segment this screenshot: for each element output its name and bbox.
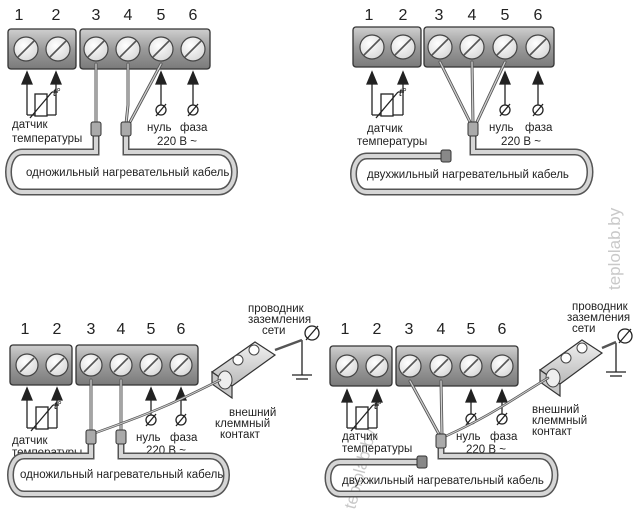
svg-text:t°: t°	[53, 87, 61, 99]
ground-label: проводник	[248, 303, 305, 315]
terminal-number: 4	[117, 321, 126, 338]
terminal-number: 1	[15, 7, 24, 24]
terminal-number: 2	[399, 7, 408, 24]
terminal-number: 1	[341, 321, 350, 338]
terminal-number: 6	[534, 7, 543, 24]
heating-cable	[324, 433, 559, 498]
terminal-block	[329, 345, 519, 387]
mains-terminals	[155, 70, 199, 117]
phase-label: фаза	[525, 122, 553, 134]
ground-label: заземления	[567, 312, 630, 324]
ground-symbol	[606, 328, 633, 377]
ground-label: заземления	[248, 314, 311, 326]
diagram-two-core-grounded: 1 2 3 4 5 6	[324, 301, 633, 498]
clamp-label: контакт	[532, 426, 573, 438]
terminal-number: 4	[468, 7, 477, 24]
terminal-number: 6	[189, 7, 198, 24]
phase-label: фаза	[170, 432, 198, 444]
external-clamp	[210, 338, 303, 400]
terminal-number: 6	[498, 321, 507, 338]
neutral-label: нуль	[489, 122, 514, 134]
phase-label: фаза	[180, 122, 208, 134]
clamp-label: клеммный	[215, 418, 270, 430]
cable-label: одножильный нагревательный кабель	[20, 469, 223, 481]
terminal-number: 3	[405, 321, 414, 338]
voltage-label: 220 В ~	[157, 136, 197, 148]
terminal-numbers: 1 2 3 4 5 6	[341, 321, 507, 338]
temperature-sensor: t°	[366, 70, 409, 119]
svg-text:t°: t°	[399, 87, 407, 99]
terminal-number: 4	[124, 7, 133, 24]
terminal-number: 3	[435, 7, 444, 24]
neutral-label: нуль	[147, 122, 172, 134]
ground-label: сети	[572, 323, 595, 335]
ground-label: проводник	[572, 301, 629, 313]
terminal-number: 2	[373, 321, 382, 338]
clamp-label: клеммный	[532, 415, 587, 427]
voltage-label: 220 В ~	[501, 136, 541, 148]
terminal-number: 2	[53, 321, 62, 338]
terminal-numbers: 1 2 3 4 5 6	[15, 7, 198, 24]
cable-label: двухжильный нагревательный кабель	[367, 169, 569, 181]
terminal-number: 4	[437, 321, 446, 338]
terminal-block	[7, 28, 211, 70]
terminal-numbers: 1 2 3 4 5 6	[365, 7, 543, 24]
terminal-block	[352, 26, 555, 68]
temperature-sensor: t°	[21, 386, 63, 432]
terminal-number: 5	[501, 7, 510, 24]
sensor-label: температуры	[342, 443, 412, 455]
heating-cable	[350, 121, 594, 196]
terminal-number: 3	[92, 7, 101, 24]
terminal-number: 5	[467, 321, 476, 338]
sensor-label: датчик	[342, 431, 379, 443]
sensor-label: датчик	[367, 123, 404, 135]
terminal-number: 5	[157, 7, 166, 24]
clamp-label: внешний	[532, 404, 579, 416]
sensor-label: датчик	[12, 435, 49, 447]
svg-text:t°: t°	[54, 400, 62, 412]
external-clamp	[538, 339, 617, 398]
diagram-single-core-grounded: 1 2 3 4 5 6	[7, 303, 320, 498]
sensor-label: датчик	[12, 119, 49, 131]
terminal-number: 3	[87, 321, 96, 338]
terminal-number: 5	[147, 321, 156, 338]
ground-symbol	[292, 325, 320, 380]
svg-text:t°: t°	[374, 400, 382, 412]
mains-terminals	[499, 70, 544, 117]
terminal-number: 2	[52, 7, 61, 24]
clamp-label: внешний	[229, 407, 276, 419]
heating-cable	[5, 121, 238, 196]
wires	[89, 378, 222, 435]
sensor-label: температуры	[12, 133, 82, 145]
neutral-label: нуль	[136, 432, 161, 444]
terminal-numbers: 1 2 3 4 5 6	[21, 321, 186, 338]
terminal-number: 6	[177, 321, 186, 338]
terminal-number: 1	[365, 7, 374, 24]
clamp-label: контакт	[220, 429, 261, 441]
wires	[438, 60, 507, 126]
heating-cable	[7, 429, 230, 498]
terminal-block	[9, 344, 199, 386]
cable-label: двухжильный нагревательный кабель	[342, 475, 544, 487]
temperature-sensor: t°	[341, 388, 383, 432]
wires	[94, 62, 163, 126]
watermark-top: teplolab.by	[605, 207, 624, 290]
diagram-single-core: 1 2 3 4 5 6	[5, 7, 238, 196]
cable-label: одножильный нагревательный кабель	[26, 167, 229, 179]
phase-label: фаза	[490, 431, 518, 443]
neutral-label: нуль	[456, 431, 481, 443]
ground-label: сети	[262, 325, 285, 337]
temperature-sensor: t°	[21, 70, 62, 119]
diagram-two-core: 1 2 3 4 5 6	[350, 7, 594, 196]
terminal-number: 1	[21, 321, 30, 338]
mains-terminals	[145, 386, 187, 427]
wires	[408, 376, 550, 438]
sensor-label: температуры	[357, 136, 427, 148]
